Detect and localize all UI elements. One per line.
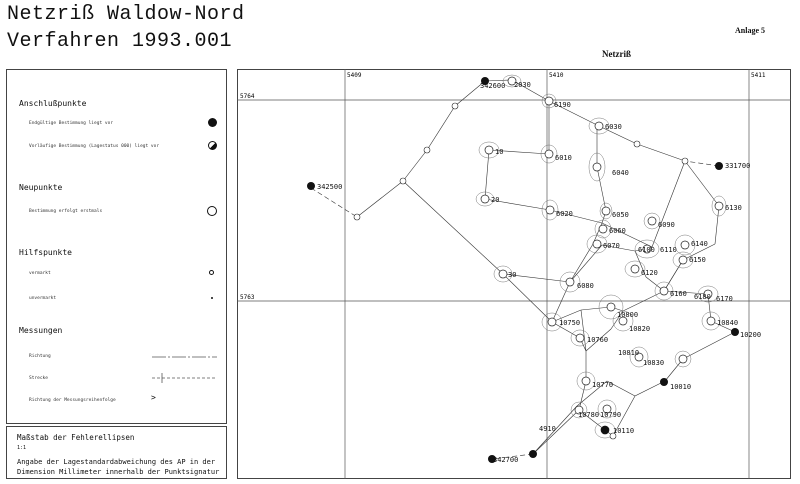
scale-heading: Maßstab der Fehlerellipsen [17, 433, 135, 442]
point-label: 10800 [617, 311, 638, 319]
direction-line-icon [152, 356, 217, 358]
map-frame [237, 69, 791, 479]
open-point-icon [207, 206, 217, 216]
point-label: 10200 [740, 331, 761, 339]
legend-item-unmarked: unvermarkt [29, 296, 57, 301]
filled-point-icon [208, 118, 217, 127]
control-points [307, 77, 739, 463]
legend-item-marked: vermarkt [29, 271, 51, 276]
point-label: 6090 [658, 221, 675, 229]
scale-note: Angabe der Lagestandardabweichung des AP… [17, 458, 220, 476]
legend-heading-neu: Neupunkte [19, 183, 63, 192]
legend-item-strecke: Strecke [29, 376, 48, 381]
point-label: 342600 [480, 82, 505, 90]
point-label: 10780 [578, 411, 599, 419]
point-label: 6030 [605, 123, 622, 131]
page-title: Netzriß Waldow-Nord [7, 3, 245, 26]
legend-item-prelim: Vorläufige Bestimmung (Lagestatus 000) l… [29, 144, 160, 149]
measurement-lines [310, 79, 736, 460]
point-label: 2030 [514, 81, 531, 89]
grid-label-x2: 5410 [549, 72, 564, 79]
point-label: 342700 [493, 456, 518, 464]
point-label: 6070 [603, 242, 620, 250]
procedure-title: Verfahren 1993.001 [7, 30, 233, 53]
point-label: 10 [495, 148, 503, 156]
legend-item-neu: Bestimmung erfolgt erstmals [29, 209, 103, 214]
order-arrow-icon: > [151, 393, 156, 402]
point-label: 6130 [725, 204, 742, 212]
legend-item-order: Richtung der Messungsreihenfolge [29, 398, 116, 403]
point-label: 331700 [725, 162, 750, 170]
point-label: 20 [491, 196, 499, 204]
half-filled-point [601, 426, 609, 434]
point-label: 6120 [641, 269, 658, 277]
scale-panel: Maßstab der Fehlerellipsen 1:1 Angabe de… [6, 426, 227, 479]
error-ellipses [475, 74, 727, 439]
point-label: 6060 [609, 227, 626, 235]
point-label: 6170 [716, 295, 733, 303]
new-points [480, 76, 724, 435]
point-label: 342500 [317, 183, 342, 191]
half-filled-point-icon [208, 141, 217, 150]
grid-label-y1: 5764 [240, 93, 255, 100]
legend-item-final: Endgültige Bestimmung liegt vor [29, 121, 113, 126]
point-label: 10820 [629, 325, 650, 333]
point-label: 10830 [643, 359, 664, 367]
grid-label-y2: 5763 [240, 294, 255, 301]
point-label: 4910 [539, 425, 556, 433]
network-map: 5409 5410 5411 5764 5763 [237, 69, 791, 479]
grid-label-x3: 5411 [751, 72, 766, 79]
point-label: 10110 [613, 427, 634, 435]
legend-panel: Anschlußpunkte Endgültige Bestimmung lie… [6, 69, 227, 424]
point-label: 6080 [577, 282, 594, 290]
grid-lines [237, 69, 791, 479]
legend-heading-anschluss: Anschlußpunkte [19, 99, 87, 108]
point-label: 6160 [670, 290, 687, 298]
point-label: 10810 [618, 349, 639, 357]
point-label: 10840 [717, 319, 738, 327]
point-label: 6050 [612, 211, 629, 219]
dot-icon [211, 297, 213, 299]
point-label: 10010 [670, 383, 691, 391]
legend-item-richtung: Richtung [29, 354, 51, 359]
point-label: 10790 [600, 411, 621, 419]
point-label: 6140 [691, 240, 708, 248]
point-label: 6150 [689, 256, 706, 264]
diagram-title: Netzriß [602, 49, 631, 59]
point-label: 6190 [554, 101, 571, 109]
point-label: 6180 [694, 293, 711, 301]
point-label: 10750 [559, 319, 580, 327]
point-label: 10770 [592, 381, 613, 389]
point-label: 6010 [555, 154, 572, 162]
point-label: 10760 [587, 336, 608, 344]
point-label: 30 [508, 271, 516, 279]
attachment-label: Anlage 5 [735, 26, 765, 35]
point-label: 6020 [556, 210, 573, 218]
point-label: 6100 [638, 246, 655, 254]
grid-label-x1: 5409 [347, 72, 362, 79]
point-label: 6110 [660, 246, 677, 254]
legend-heading-mess: Messungen [19, 326, 63, 335]
small-circle-icon [209, 270, 214, 275]
scale-ratio: 1:1 [17, 445, 27, 451]
distance-line-icon [152, 373, 217, 383]
legend-heading-hilfs: Hilfspunkte [19, 248, 72, 257]
point-label: 6040 [612, 169, 629, 177]
